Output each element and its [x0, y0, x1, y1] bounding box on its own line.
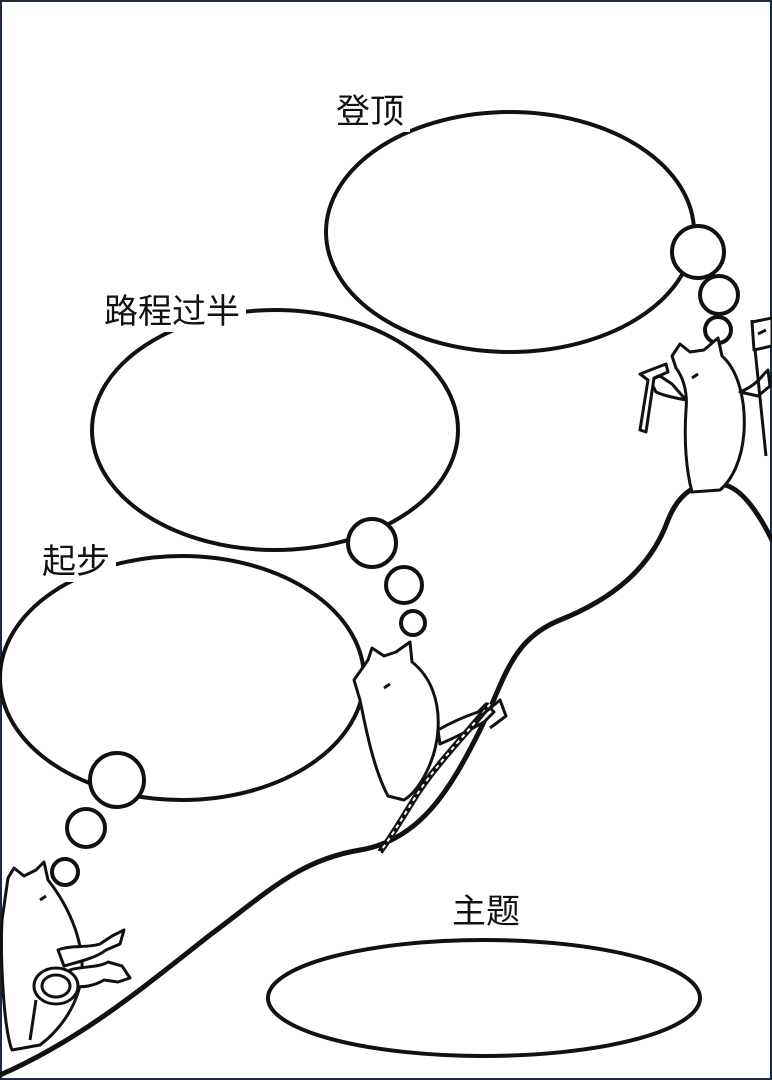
cat-climber-rope — [352, 640, 508, 854]
theme-oval[interactable] — [266, 938, 702, 1058]
start-bubble-dot-3 — [50, 857, 80, 887]
rope-coil-icon — [32, 966, 80, 1006]
rope-icon — [377, 702, 493, 854]
summit-bubble[interactable] — [324, 110, 696, 354]
summit-label: 登顶 — [330, 92, 410, 132]
halfway-bubble-dot-2 — [384, 565, 424, 605]
start-bubble-dot-2 — [65, 807, 107, 849]
start-bubble[interactable] — [0, 554, 366, 802]
summit-bubble-dot-1 — [670, 224, 726, 280]
start-bubble-dot-1 — [88, 751, 146, 809]
halfway-bubble-dot-3 — [399, 609, 427, 637]
mountain-slope — [0, 481, 772, 1078]
start-label: 起步 — [36, 542, 116, 582]
cat-climber-start — [0, 860, 132, 1052]
halfway-bubble[interactable] — [90, 308, 460, 552]
pickaxe-icon — [638, 362, 670, 434]
summit-bubble-dot-2 — [698, 274, 740, 316]
flag-icon — [750, 316, 772, 352]
halfway-label: 路程过半 — [98, 292, 246, 332]
theme-label: 主题 — [446, 892, 526, 932]
cat-climber-summit — [638, 316, 772, 494]
halfway-bubble-dot-1 — [346, 517, 398, 569]
